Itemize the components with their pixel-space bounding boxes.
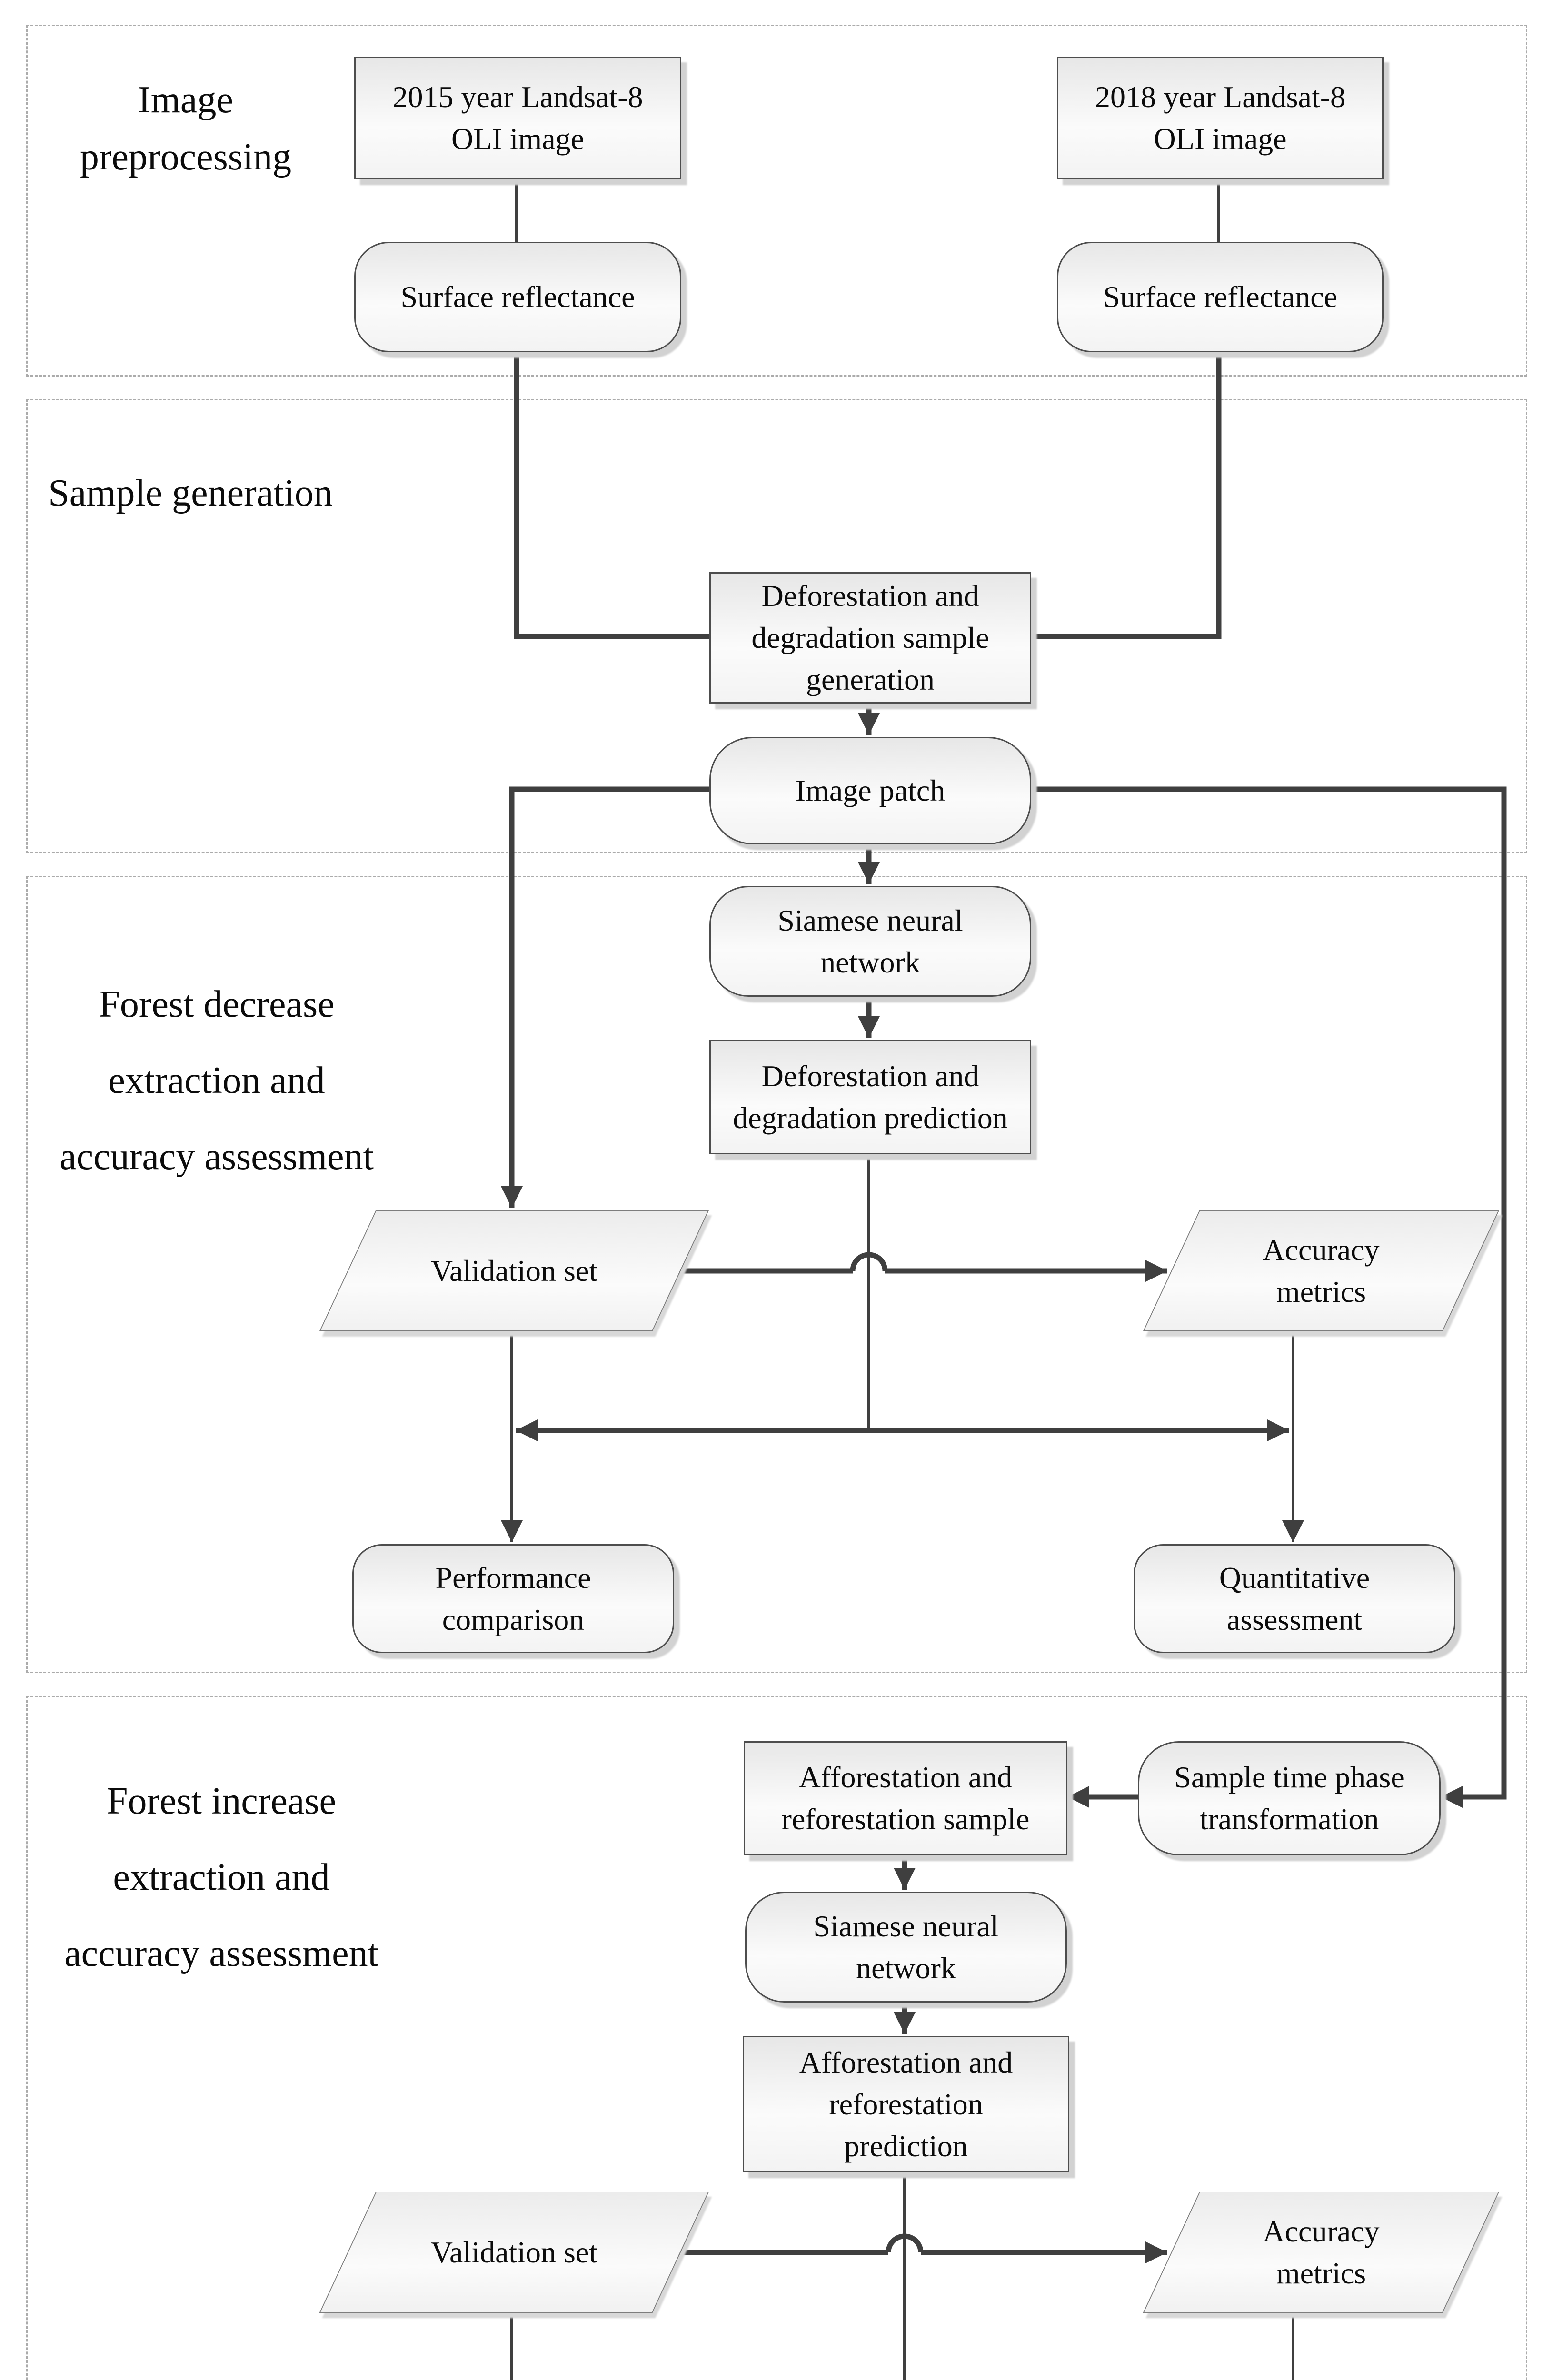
node-landsat-2015-image: 2015 year Landsat-8 OLI image: [354, 57, 681, 179]
edge-surface2015-defdegsample: [514, 349, 709, 639]
node-validation-set-1: Validation set: [319, 1210, 709, 1331]
node-label: Afforestation and reforestation predicti…: [799, 2045, 1013, 2163]
node-afforestation-reforestation-sample: Afforestation and reforestation sample: [744, 1741, 1067, 1855]
node-label: Deforestation and degradation sample gen…: [751, 579, 989, 696]
node-siamese-neural-network-1: Siamese neural network: [709, 886, 1031, 997]
section-label-forest-decrease: Forest decrease extraction and accuracy …: [60, 983, 374, 1178]
node-label: Surface reflectance: [400, 280, 635, 314]
edge-imagepatch-sampletimephase: [1028, 786, 1507, 1808]
node-label: 2018 year Landsat-8 OLI image: [1095, 80, 1346, 156]
node-landsat-2018-image: 2018 year Landsat-8 OLI image: [1057, 57, 1384, 179]
edge-bridge-hop-2: [886, 2233, 924, 2253]
node-label: Siamese neural network: [777, 903, 963, 979]
node-deforestation-degradation-prediction: Deforestation and degradation prediction: [709, 1040, 1031, 1154]
section-frame-sample-generation: [26, 399, 1527, 853]
edge-bridge-hop-1: [850, 1252, 888, 1271]
node-label: Accuracy metrics: [1263, 2214, 1380, 2290]
node-label: Validation set: [430, 1253, 598, 1288]
node-surface-reflectance-2015: Surface reflectance: [354, 242, 681, 352]
section-label-image-preprocessing: Image preprocessing: [80, 79, 292, 178]
node-siamese-neural-network-2: Siamese neural network: [745, 1892, 1067, 2003]
section-frame-forest-increase: [26, 1696, 1527, 2380]
node-label: 2015 year Landsat-8 OLI image: [392, 80, 643, 156]
node-deforestation-degradation-sample-generation: Deforestation and degradation sample gen…: [709, 572, 1031, 704]
node-label: Sample time phase transformation: [1174, 1760, 1404, 1836]
node-label: Performance comparison: [435, 1560, 591, 1636]
node-label: Accuracy metrics: [1263, 1232, 1380, 1309]
node-label: Afforestation and reforestation sample: [781, 1760, 1030, 1836]
node-accuracy-metrics-1: Accuracy metrics: [1143, 1210, 1500, 1331]
section-frame-forest-decrease: [26, 876, 1527, 1673]
section-label-forest-increase: Forest increase extraction and accuracy …: [64, 1780, 378, 1974]
section-label-sample-generation: Sample generation: [48, 472, 333, 514]
node-label: Image patch: [795, 774, 946, 807]
node-label: Surface reflectance: [1103, 280, 1338, 314]
node-surface-reflectance-2018: Surface reflectance: [1057, 242, 1384, 352]
node-afforestation-reforestation-prediction: Afforestation and reforestation predicti…: [743, 2036, 1069, 2172]
node-sample-time-phase-transformation: Sample time phase transformation: [1138, 1741, 1441, 1855]
section-frame-image-preprocessing: [26, 25, 1527, 377]
edge-imagepatch-validation1: [501, 786, 709, 1208]
node-label: Siamese neural network: [813, 1909, 999, 1985]
edge-surface2018-defdegsample: [1028, 349, 1222, 639]
node-label: Deforestation and degradation prediction: [733, 1059, 1008, 1135]
node-label: Quantitative assessment: [1219, 1560, 1370, 1636]
node-validation-set-2: Validation set: [319, 2192, 709, 2313]
node-image-patch: Image patch: [709, 737, 1031, 844]
node-accuracy-metrics-2: Accuracy metrics: [1143, 2192, 1500, 2313]
node-label: Validation set: [430, 2235, 598, 2269]
node-quantitative-assessment-1: Quantitative assessment: [1134, 1544, 1455, 1653]
node-performance-comparison-1: Performance comparison: [352, 1544, 674, 1653]
